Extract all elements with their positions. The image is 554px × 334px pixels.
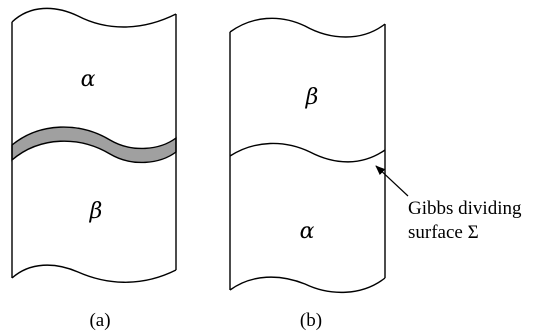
panel-a-top-edge [12,8,176,27]
panel-b-caption: (b) [300,310,322,331]
panel-a-caption: (a) [89,310,110,331]
gibbs-surface-label-line1: Gibbs dividing [408,198,522,219]
panel-b-top-edge [230,18,385,37]
panel-b-bottom-edge [230,277,385,292]
panel-b: β α Gibbs dividing surface Σ (b) [230,18,522,331]
panel-a-bottom-phase-label: β [89,199,103,224]
gibbs-dividing-surface [230,143,385,161]
panel-a-interface-region [12,127,176,162]
gibbs-surface-label-line2: surface Σ [408,222,479,243]
panel-b-bottom-phase-label: α [300,219,315,244]
panel-a-top-phase-label: α [81,67,96,92]
panel-a: α β (a) [12,8,176,331]
panel-a-bottom-edge [12,265,176,282]
gibbs-surface-pointer-arrow [376,166,408,196]
panel-b-top-phase-label: β [305,85,319,110]
